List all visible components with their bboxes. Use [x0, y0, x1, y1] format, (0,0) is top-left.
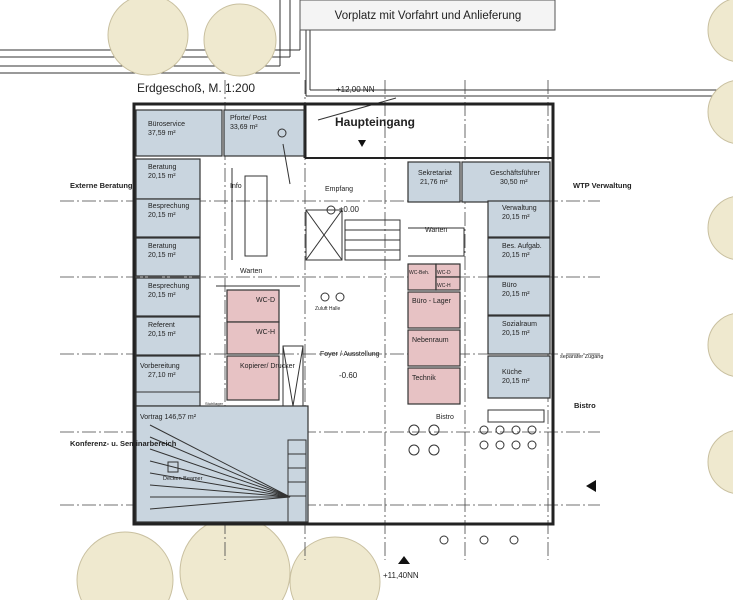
svg-text:Technik: Technik: [412, 375, 436, 382]
svg-text:WC-D: WC-D: [256, 297, 275, 304]
bistro-furniture: [358, 140, 596, 564]
svg-text:Kopierer/ Drucker: Kopierer/ Drucker: [240, 363, 296, 370]
room-buero: [487, 276, 551, 316]
top-label: Vorplatz mit Vorfahrt und Anlieferung: [335, 10, 522, 22]
svg-text:Empfang: Empfang: [325, 186, 353, 193]
svg-text:WC-H: WC-H: [256, 329, 275, 336]
room-kueche: [487, 355, 551, 399]
forecourt: Vorplatz mit Vorfahrt und Anlieferung: [0, 0, 733, 121]
label-bueroservice: Büroservice: [148, 121, 185, 128]
level-center: ±0.00: [339, 205, 360, 214]
room-buero-lager: [407, 291, 461, 329]
svg-text:WC-D: WC-D: [437, 270, 451, 276]
trees: [76, 0, 733, 600]
room-nebenraum: [407, 329, 461, 367]
label-externe: Externe Beratung: [70, 181, 133, 190]
svg-text:Bes. Aufgab.20,15 m²: Bes. Aufgab.20,15 m²: [502, 243, 542, 259]
svg-text:Warten: Warten: [240, 268, 262, 275]
svg-text:Vortrag 146,57 m²: Vortrag 146,57 m²: [140, 414, 197, 421]
room-wc-h-2: [435, 276, 461, 291]
level-bottom: +11,40NN: [383, 571, 419, 580]
room-wc-d: [226, 289, 280, 323]
entrance-label: Haupteingang: [335, 115, 415, 129]
room-besaufgab: [487, 237, 551, 277]
room-geschaeftsfuehrer: [461, 161, 551, 203]
room-verwaltung: [487, 200, 551, 238]
svg-text:Büro - Lager: Büro - Lager: [412, 298, 452, 305]
level-foyer: -0.60: [339, 371, 358, 380]
room-beratung-1: [135, 158, 201, 200]
room-pforte: [223, 109, 305, 157]
svg-text:Foyer / Ausstellung: Foyer / Ausstellung: [320, 351, 380, 358]
room-besprechung-1: [135, 198, 201, 238]
room-vorbereitung: [135, 355, 201, 407]
building-outline: [132, 102, 555, 526]
misc-labels: Info Empfang Warten Warten Zuluft Halle …: [163, 183, 454, 482]
svg-text:Stuhllager: Stuhllager: [205, 401, 224, 406]
lecture-seating: [149, 424, 307, 523]
room-referent: [135, 316, 201, 356]
svg-text:Warten: Warten: [425, 227, 447, 234]
svg-text:Info: Info: [230, 183, 242, 190]
side-labels: Externe Beratung Konferenz- u. Seminarbe…: [70, 181, 632, 448]
svg-text:Zuluft Halle: Zuluft Halle: [315, 306, 341, 312]
svg-text:Decken Beamer: Decken Beamer: [163, 476, 203, 482]
svg-text:WC-Beh.: WC-Beh.: [409, 270, 429, 276]
room-bueroservice: [135, 109, 223, 157]
right-wing: [407, 161, 551, 399]
room-besprechung-2: [135, 277, 201, 317]
room-technik: [407, 367, 461, 405]
room-sekretariat: [407, 161, 461, 203]
room-wc-h: [226, 321, 280, 355]
core: [136, 128, 465, 407]
svg-text:WC-H: WC-H: [437, 283, 451, 289]
left-wing: [135, 109, 309, 523]
room-kopierer: [226, 355, 280, 401]
label-wtp: WTP Verwaltung: [573, 181, 632, 190]
level-top: +12,00 NN: [336, 85, 375, 94]
label-konferenz: Konferenz- u. Seminarbereich: [70, 439, 177, 448]
label-zugang: separater Zugang: [560, 354, 603, 360]
room-sozialraum: [487, 315, 551, 355]
svg-text:Bistro: Bistro: [436, 414, 454, 421]
room-wc-beh: [407, 263, 437, 291]
wet-rooms: [226, 263, 461, 405]
label-bistro-side: Bistro: [574, 401, 596, 410]
wet-room-labels: WC-D WC-H Kopierer/ Drucker WC-Beh. WC-D…: [240, 270, 452, 382]
room-beratung-2: [135, 237, 201, 277]
svg-text:Nebenraum: Nebenraum: [412, 337, 449, 344]
plan-title: Erdgeschoß, M. 1:200: [137, 81, 255, 95]
